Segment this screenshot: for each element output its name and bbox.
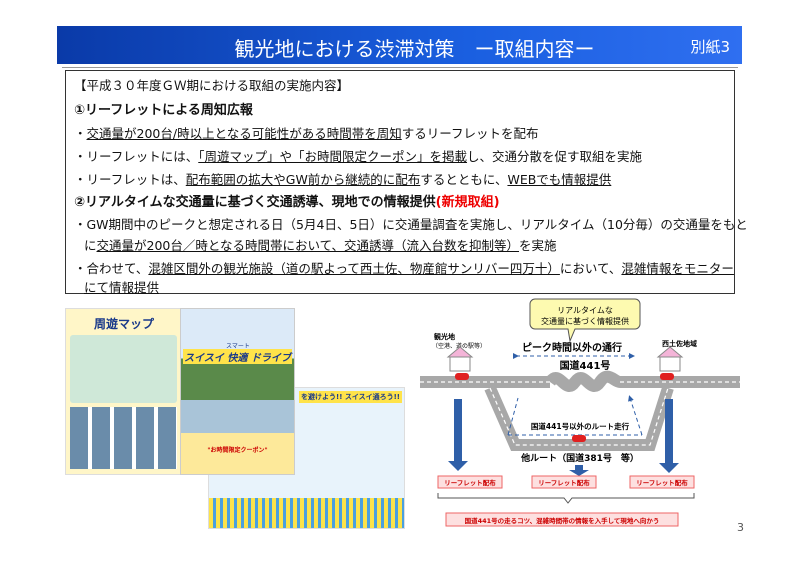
other-route-label: 他ルート（国道381号 等）	[520, 452, 639, 464]
chart-strip	[209, 498, 404, 528]
page-title: 観光地における渋滞対策 ー取組内容ー	[234, 37, 595, 61]
title-bar: 観光地における渋滞対策 ー取組内容ー 別紙3	[57, 26, 742, 64]
bullet-4-line-2: に交通量が200台／時となる時間帯において、交通誘導（流入台数を抑制等）を実施	[84, 235, 557, 254]
detour-arrows	[507, 398, 643, 436]
callout-line-1: リアルタイムな	[557, 306, 613, 315]
annex-label: 別紙3	[690, 38, 730, 56]
leaflet-map-title: 周遊マップ	[94, 317, 155, 331]
bullet-4-rest: を実施	[519, 238, 557, 253]
bullet-3-underline-1: 配布範囲の拡大やGW前から継続的に配布	[185, 172, 421, 187]
section-2-title: ②リアルタイムな交通量に基づく交通誘導、現地での情報提供(新規取組)	[74, 191, 500, 210]
right-place-name: 西土佐地域	[662, 339, 697, 348]
bullet-1-rest: するリーフレットを配布	[401, 126, 539, 141]
route-441-label: 国道441号	[560, 359, 611, 372]
bullet-4-lead: に	[84, 238, 97, 253]
bullet-2-underline: 「周遊マップ」や「お時間限定クーポン」を掲載	[198, 149, 468, 164]
down-arrows	[448, 399, 679, 476]
content-box: 【平成３０年度ＧＷ期における取組の実施内容】 ①リーフレットによる周知広報 ・交…	[65, 70, 748, 295]
section-1-title: ①リーフレットによる周知広報	[74, 103, 253, 118]
bullet-5-mid: において、	[559, 261, 622, 276]
bullet-4-line-1: ・GW期間中のピークと想定される日（5月4日、5日）に交通量調査を実施し、リアル…	[74, 217, 748, 232]
summary-label: 国道441号の走るコツ、混雑時間帯の情報を入手して現地へ向かう	[465, 516, 660, 525]
alt-route-label: 国道441号以外のルート走行	[531, 421, 630, 431]
leaflet-label-1: リーフレット配布	[444, 478, 496, 487]
photo-grid	[70, 407, 177, 469]
bullet-1-underline: 交通量が200台/時以上となる可能性がある時間帯を周知	[86, 126, 402, 141]
car-icon	[455, 373, 674, 442]
section-2-text: ②リアルタイムな交通量に基づく交通誘導、現地での情報提供	[74, 195, 436, 210]
leaflet-boxes: リーフレット配布 リーフレット配布 リーフレット配布	[437, 475, 695, 489]
leaflet-map: 周遊マップ	[65, 308, 182, 475]
offpeak-label: ピーク時間以外の通行	[522, 341, 622, 354]
bullet-3-mid: するとともに、	[420, 172, 508, 187]
coupon-label: "お時間限定クーポン"	[207, 447, 268, 454]
house-right-icon	[656, 346, 684, 372]
bullet-2-lead: ・リーフレットには、	[74, 149, 199, 164]
map-image	[70, 335, 177, 403]
divider	[62, 67, 738, 68]
bullet-2: ・リーフレットには、「周遊マップ」や「お時間限定クーポン」を掲載し、交通分散を促…	[74, 146, 642, 165]
box-heading: 【平成３０年度ＧＷ期における取組の実施内容】	[74, 78, 350, 93]
bullet-1: ・交通量が200台/時以上となる可能性がある時間帯を周知するリーフレットを配布	[74, 126, 539, 141]
bullet-3: ・リーフレットは、配布範囲の拡大やGW前から継続的に配布するとともに、WEBでも…	[74, 169, 611, 188]
leaflet-label-2: リーフレット配布	[538, 478, 590, 487]
leaflet-drive: スマート スイスイ 快適 ドライブ "お時間限定クーポン"	[180, 308, 295, 475]
bullet-3-underline-2: WEBでも情報提供	[507, 172, 612, 187]
leaflet-back-title: を避けよう!! スイスイ通ろう!!	[299, 391, 402, 403]
bullet-3-lead: ・リーフレットは、	[74, 172, 186, 187]
new-initiative-badge: (新規取組)	[435, 195, 500, 210]
callout-bubble: リアルタイムな 交通量に基づく情報提供	[529, 298, 641, 343]
leaflet-label-3: リーフレット配布	[636, 478, 688, 487]
smart-label: スマート	[226, 343, 250, 350]
leaflet-drive-title: スイスイ 快適 ドライブ	[183, 349, 292, 364]
callout-line-2: 交通量に基づく情報提供	[541, 316, 629, 326]
brace	[437, 493, 695, 504]
bullet-5-line-1: ・合わせて、混雑区間外の観光施設（道の駅よって西土佐、物産館サンリバー四万十）に…	[74, 258, 734, 277]
left-place-name: 観光地	[434, 332, 455, 341]
bullet-5-line-2: にて情報提供	[84, 280, 160, 295]
bullet-5-underline-1: 混雑区間外の観光施設（道の駅よって西土佐、物産館サンリバー四万十）	[148, 261, 560, 276]
bullet-5-lead: ・合わせて、	[74, 261, 149, 276]
traffic-diagram: リアルタイムな 交通量に基づく情報提供 観光地 （空港、道の駅等） 西土佐地域 …	[420, 298, 740, 527]
bullet-5-underline-2: 混雑情報をモニター	[621, 261, 734, 276]
page-number: 3	[737, 521, 744, 534]
bullet-2-rest: し、交通分散を促す取組を実施	[467, 149, 643, 164]
house-left-icon	[446, 346, 474, 372]
bullet-4-underline: 交通量が200台／時となる時間帯において、交通誘導（流入台数を抑制等）	[96, 238, 520, 253]
left-place-sub: （空港、道の駅等）	[432, 342, 486, 350]
